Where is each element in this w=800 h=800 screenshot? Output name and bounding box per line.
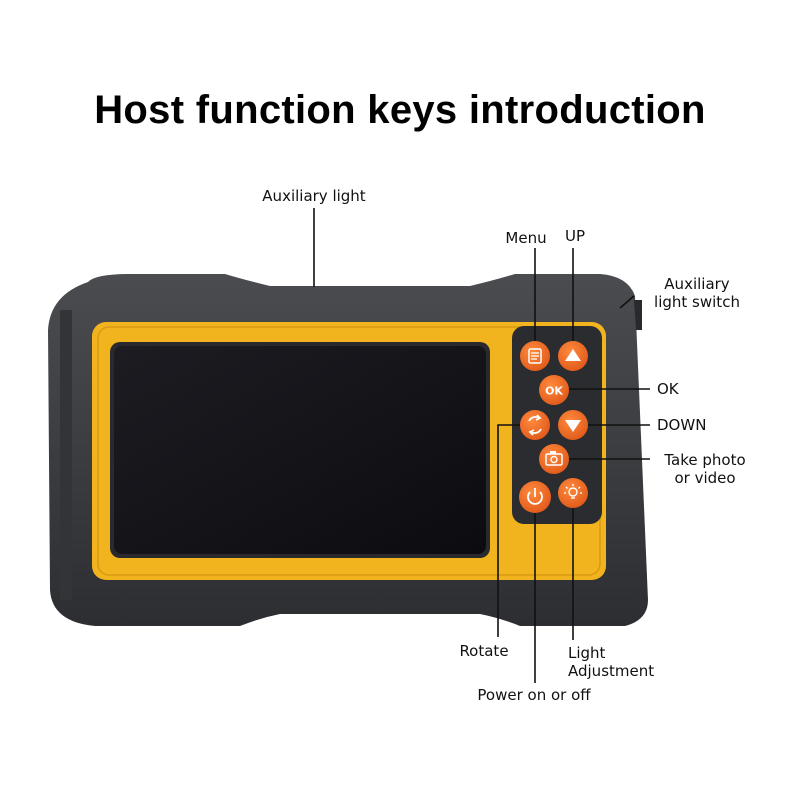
leader-lines [313,208,650,683]
label-auxiliary-light: Auxiliary light [262,187,366,205]
light-icon [564,484,582,499]
button-panel [512,326,602,524]
down-button[interactable] [558,410,588,440]
camera-icon [545,451,563,466]
label-down: DOWN [657,416,706,434]
label-up: UP [565,227,585,245]
ok-icon: OK [545,385,563,398]
power-icon [527,488,543,505]
menu-button[interactable] [520,341,550,371]
label-ok: OK [657,380,680,398]
label-take-photo-line1: Take photo [663,451,745,469]
label-power: Power on or off [477,686,591,704]
label-menu: Menu [505,229,546,247]
rotate-icon [528,414,542,436]
page-title: Host function keys introduction [94,88,706,132]
label-light-adjustment-line1: Light [568,644,606,662]
down-arrow-icon [565,420,581,432]
ok-button[interactable]: OK [539,375,569,405]
label-rotate: Rotate [459,642,508,660]
label-aux-switch-line1: Auxiliary [664,275,730,293]
menu-icon [528,348,542,364]
label-take-photo-line2: or video [674,469,735,487]
power-button[interactable] [519,481,551,513]
light-button[interactable] [558,478,588,508]
rotate-button[interactable] [520,410,550,440]
camera-button[interactable] [539,444,569,474]
up-arrow-icon [565,349,581,361]
label-light-adjustment-line2: Adjustment [568,662,654,680]
up-button[interactable] [558,341,588,371]
label-aux-switch-line2: light switch [654,293,740,311]
